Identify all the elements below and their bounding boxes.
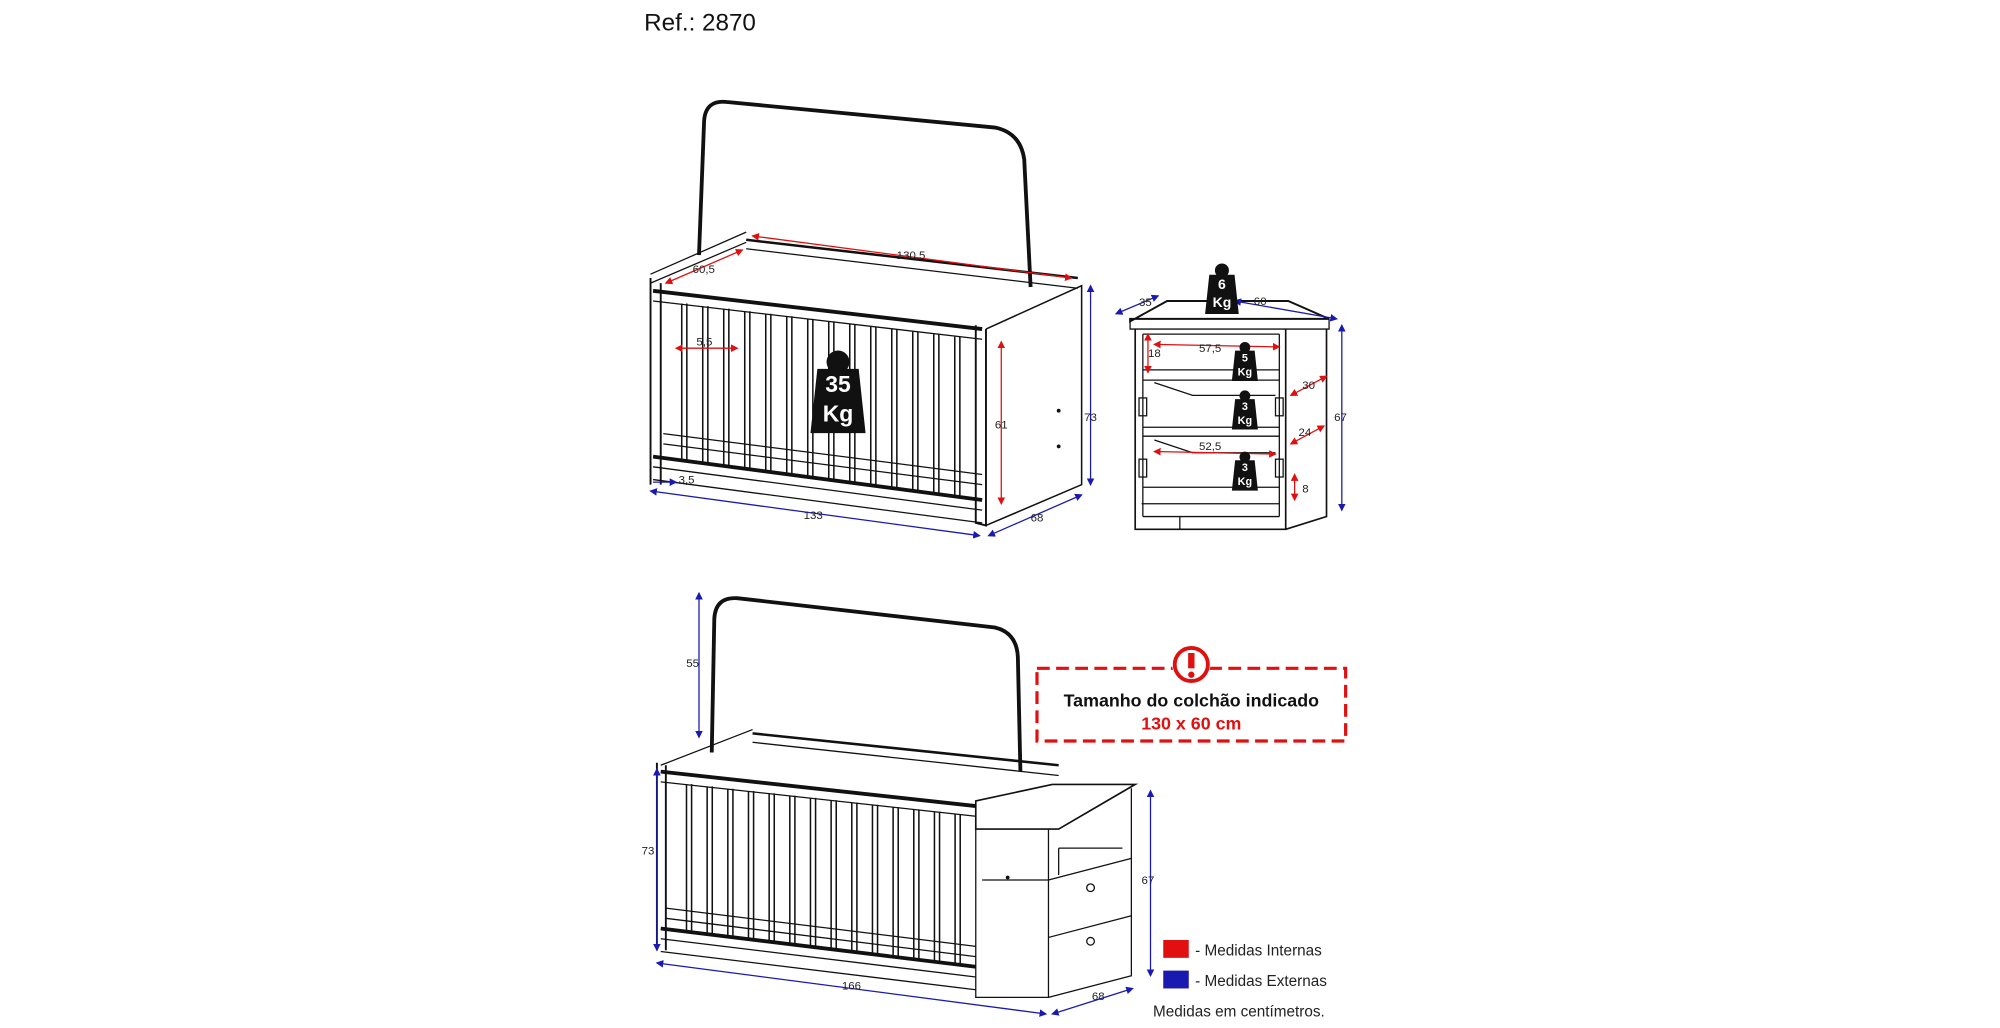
dim-dresser-height: 67 bbox=[1334, 412, 1347, 424]
dim-inner-width: 60,5 bbox=[693, 264, 715, 276]
reference-title: Ref.: 2870 bbox=[644, 10, 756, 37]
legend-swatch-internal bbox=[1163, 939, 1189, 958]
combined-dimensions: 55 73 67 166 68 bbox=[642, 591, 1155, 1017]
weight-icon-drawer-1: 3Kg bbox=[1231, 390, 1258, 430]
crib-dimensions: 130,5 60,5 5,5 61 73 3,5 133 68 bbox=[649, 232, 1097, 539]
svg-text:5: 5 bbox=[1242, 352, 1248, 364]
svg-text:Kg: Kg bbox=[1238, 476, 1252, 488]
dim-drawer2: 24 bbox=[1298, 427, 1311, 439]
svg-text:Kg: Kg bbox=[1238, 415, 1252, 427]
svg-text:3: 3 bbox=[1242, 462, 1248, 474]
svg-text:Kg: Kg bbox=[1213, 294, 1232, 310]
warning-line-1: Tamanho do colchão indicado bbox=[1064, 691, 1320, 711]
dim-combined-length: 166 bbox=[842, 981, 861, 993]
dresser-dimensions: 35 60 18 57,5 30 24 52,5 8 67 bbox=[1114, 294, 1347, 512]
exclamation-icon bbox=[1172, 645, 1211, 684]
svg-text:35: 35 bbox=[825, 371, 851, 397]
dim-combined-height: 73 bbox=[642, 846, 655, 858]
dim-inner-length: 130,5 bbox=[897, 250, 926, 262]
weight-icon-shelf: 5Kg bbox=[1231, 341, 1258, 381]
dim-depth: 68 bbox=[1031, 513, 1044, 525]
crib-drawing bbox=[649, 99, 1083, 527]
dim-inner-height: 61 bbox=[995, 420, 1008, 432]
svg-text:Kg: Kg bbox=[823, 401, 854, 427]
dim-drawer1: 30 bbox=[1302, 380, 1315, 392]
dim-combined-depth: 68 bbox=[1092, 991, 1105, 1003]
dim-inner-width-dresser: 57,5 bbox=[1199, 343, 1221, 355]
dim-slat-gap: 5,5 bbox=[696, 337, 712, 349]
dim-combined-dresser-height: 67 bbox=[1142, 875, 1155, 887]
dim-dresser-base: 8 bbox=[1302, 483, 1308, 495]
svg-text:6: 6 bbox=[1218, 276, 1226, 292]
legend-external: - Medidas Externas bbox=[1195, 973, 1327, 990]
dresser-drawing bbox=[1129, 300, 1330, 531]
dim-dresser-width: 60 bbox=[1254, 296, 1267, 308]
warning-line-2: 130 x 60 cm bbox=[1141, 714, 1241, 734]
mattress-warning: Tamanho do colchão indicado 130 x 60 cm bbox=[1035, 645, 1348, 743]
dim-length: 133 bbox=[804, 510, 823, 522]
svg-text:3: 3 bbox=[1242, 401, 1248, 413]
weight-icon-crib: 35 Kg bbox=[810, 350, 866, 434]
dim-headboard: 55 bbox=[686, 658, 699, 670]
combined-crib-drawing bbox=[655, 596, 1139, 999]
legend: - Medidas Internas - Medidas Externas Me… bbox=[1153, 939, 1327, 1021]
svg-text:Kg: Kg bbox=[1238, 367, 1252, 379]
weight-icon-top: 6Kg bbox=[1205, 263, 1239, 315]
weight-icon-drawer-2: 3Kg bbox=[1231, 451, 1258, 491]
dim-drawer-inner-width: 52,5 bbox=[1199, 441, 1221, 453]
legend-note: Medidas em centímetros. bbox=[1153, 1004, 1325, 1021]
dim-dresser-depth: 35 bbox=[1139, 297, 1152, 309]
dim-height: 73 bbox=[1084, 412, 1097, 424]
dim-base: 3,5 bbox=[679, 474, 695, 486]
legend-internal: - Medidas Internas bbox=[1195, 942, 1322, 959]
legend-swatch-external bbox=[1163, 970, 1189, 989]
dim-shelf-height: 18 bbox=[1148, 348, 1161, 360]
